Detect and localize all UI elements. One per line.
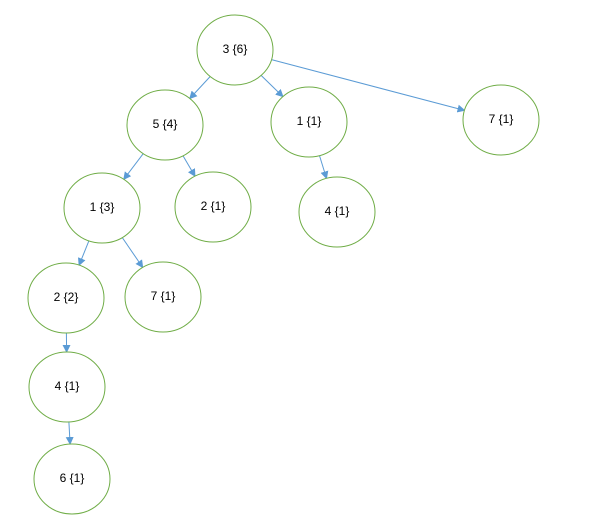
node-circle: [33, 443, 111, 515]
edge-arrow-n-root-to-n-7-1-top: [271, 59, 466, 113]
edge-arrow-n-root-to-n-5-4: [189, 76, 211, 100]
tree-node-n-1-1: 1 {1}: [270, 86, 348, 158]
nodes-layer: 3 {6} 5 {4} 1 {1} 7 {1} 1 {3} 2 {1} 4 {1} 2 {2}…: [27, 14, 540, 515]
edges-layer: [62, 59, 466, 445]
node-circle: [63, 172, 141, 244]
node-circle: [124, 261, 202, 333]
tree-node-n-7-1-mid: 7 {1}: [124, 261, 202, 333]
tree-node-n-4-1-left: 4 {1}: [28, 351, 106, 423]
node-circle: [28, 351, 106, 423]
node-label: 1 {1}: [297, 114, 322, 128]
node-label: 7 {1}: [489, 112, 514, 126]
node-label: 4 {1}: [55, 379, 80, 393]
edge-arrow-n-5-4-to-n-1-3: [123, 153, 144, 181]
node-label: 3 {6}: [223, 42, 248, 56]
node-label: 6 {1}: [60, 471, 85, 485]
node-label: 2 {2}: [54, 290, 79, 304]
edge-arrow-n-5-4-to-n-2-1: [182, 155, 196, 178]
node-circle: [174, 171, 252, 243]
tree-node-n-7-1-top: 7 {1}: [462, 84, 540, 156]
tree-node-n-2-2: 2 {2}: [27, 262, 105, 334]
node-label: 7 {1}: [151, 289, 176, 303]
node-label: 5 {4}: [153, 117, 178, 131]
edge-arrow-n-1-1-to-n-4-1-right: [319, 155, 329, 180]
node-circle: [196, 14, 274, 86]
tree-node-n-5-4: 5 {4}: [126, 89, 204, 161]
node-label: 4 {1}: [325, 204, 350, 218]
tree-node-n-6-1: 6 {1}: [33, 443, 111, 515]
edge-arrow-n-root-to-n-1-1: [260, 75, 284, 98]
node-circle: [462, 84, 540, 156]
tree-node-n-1-3: 1 {3}: [63, 172, 141, 244]
node-circle: [298, 176, 376, 248]
tree-node-n-2-1: 2 {1}: [174, 171, 252, 243]
tree-node-n-root: 3 {6}: [196, 14, 274, 86]
edge-arrow-n-4-1-left-to-n-6-1: [65, 421, 74, 445]
edge-arrow-n-1-3-to-n-2-2: [77, 240, 90, 267]
node-circle: [270, 86, 348, 158]
node-circle: [27, 262, 105, 334]
tree-node-n-4-1-right: 4 {1}: [298, 176, 376, 248]
node-label: 1 {3}: [90, 200, 115, 214]
node-circle: [126, 89, 204, 161]
node-label: 2 {1}: [201, 199, 226, 213]
edge-arrow-n-1-3-to-n-7-1-mid: [121, 237, 144, 269]
